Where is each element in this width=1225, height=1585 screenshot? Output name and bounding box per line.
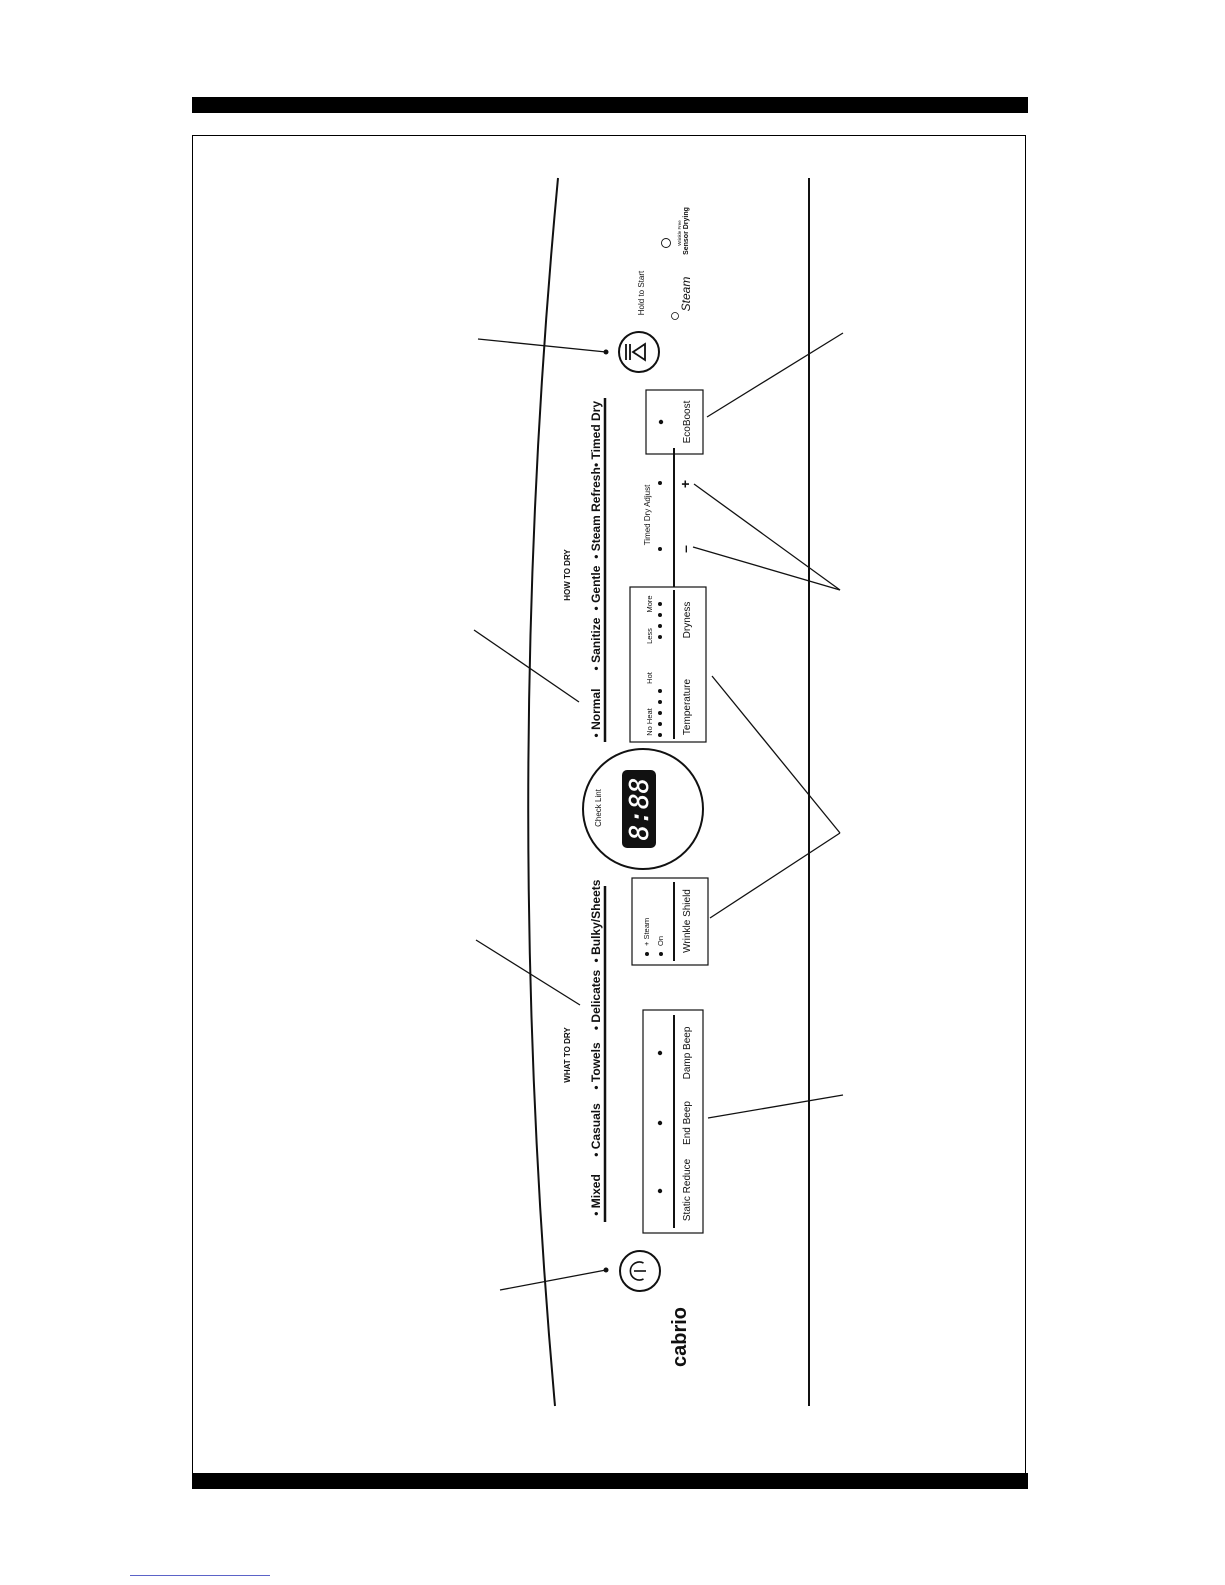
wrinkle-shield-button[interactable]: Wrinkle Shield — [682, 889, 693, 953]
digital-display — [622, 770, 656, 848]
timed-dry-adjust-label: Timed Dry Adjust — [643, 484, 652, 545]
dryness-level-4 — [658, 602, 662, 606]
footer-link-underline — [130, 1575, 270, 1576]
ecoboost-indicator — [658, 419, 664, 425]
ecoboost-button[interactable]: EcoBoost — [682, 400, 693, 443]
temp-dryness-box — [629, 586, 707, 743]
temp-hot-label: Hot — [645, 671, 654, 684]
dryness-level-2 — [658, 624, 662, 628]
wrinkle-on-indicator — [659, 952, 663, 956]
callout-start — [477, 338, 607, 353]
dryness-level-3 — [658, 613, 662, 617]
cycle-sanitize[interactable]: • Sanitize — [589, 617, 603, 670]
power-button[interactable] — [619, 1250, 661, 1292]
top-rule — [192, 97, 1028, 113]
display-digits: 8:88 — [625, 778, 655, 841]
callout-wrinkle — [709, 832, 841, 919]
callout-what-to-dry — [475, 939, 581, 1006]
temperature-button[interactable]: Temperature — [682, 678, 693, 735]
how-to-dry-heading: HOW TO DRY — [563, 549, 572, 601]
play-pause-icon — [625, 342, 646, 362]
ecoboost-box — [645, 389, 704, 455]
temp-no-heat-label: No Heat — [645, 707, 654, 735]
what-to-dry-heading: WHAT TO DRY — [563, 1027, 572, 1083]
display-ring — [582, 748, 704, 870]
check-lint-indicator: Check Lint — [594, 788, 603, 827]
sensor-drying-line1: Wrinkle Free — [677, 220, 682, 246]
callout-adjust-minus — [692, 546, 841, 591]
temp-level-1 — [658, 733, 662, 737]
hold-to-start-label: Hold to Start — [637, 270, 646, 315]
wrinkle-steam-label: + Steam — [642, 918, 651, 946]
dryness-level-1 — [658, 635, 662, 639]
temp-level-2 — [658, 722, 662, 726]
temp-level-4 — [658, 700, 662, 704]
cycle-delicates[interactable]: • Delicates — [589, 970, 603, 1031]
callout-temperature — [711, 675, 841, 834]
callout-power-dot — [603, 1267, 609, 1273]
callout-adjust-plus — [693, 483, 841, 591]
wrinkle-on-label: On — [656, 936, 665, 946]
wrinkle-shield-box — [631, 877, 709, 966]
temp-level-3 — [658, 711, 662, 715]
sensor-drying-line2: Sensor Drying — [683, 207, 690, 255]
steam-logo: Steam — [671, 277, 693, 320]
timed-adjust-minus-indicator — [658, 547, 662, 551]
bottom-rule — [192, 1473, 1028, 1489]
cycle-mixed[interactable]: • Mixed — [589, 1174, 603, 1216]
timed-adjust-minus-button[interactable]: – — [677, 545, 693, 553]
callout-power — [499, 1269, 607, 1291]
wrinkle-steam-indicator — [645, 952, 649, 956]
cabrio-logo: cabrio — [669, 1307, 691, 1367]
end-beep-indicator — [657, 1120, 663, 1126]
start-pause-button[interactable] — [618, 331, 660, 373]
cycle-gentle[interactable]: • Gentle — [589, 565, 603, 610]
end-beep-button[interactable]: End Beep — [682, 1101, 693, 1145]
steam-logo-text: Steam — [679, 277, 693, 312]
callout-how-to-dry — [473, 629, 580, 703]
static-reduce-indicator — [657, 1188, 663, 1194]
sensor-drying-emblem-icon — [661, 238, 671, 248]
sensor-drying-logo: Wrinkle Free Sensor Drying — [661, 207, 690, 255]
damp-beep-button[interactable]: Damp Beep — [682, 1026, 693, 1079]
options-box — [642, 1009, 704, 1234]
temp-level-5 — [658, 689, 662, 693]
cycle-bulky-sheets[interactable]: • Bulky/Sheets — [589, 879, 603, 962]
dryness-less-label: Less — [645, 628, 654, 644]
static-reduce-button[interactable]: Static Reduce — [682, 1158, 693, 1221]
power-icon — [629, 1261, 646, 1281]
dryness-button[interactable]: Dryness — [682, 602, 693, 639]
timed-adjust-plus-button[interactable]: + — [677, 480, 693, 488]
timed-adjust-plus-indicator — [658, 481, 662, 485]
cycle-steam-refresh[interactable]: • Steam Refresh — [589, 467, 603, 559]
cycle-timed-dry[interactable]: • Timed Dry — [589, 401, 603, 467]
callout-start-dot — [603, 349, 609, 355]
callout-options — [707, 1094, 844, 1119]
dryness-more-label: More — [645, 595, 654, 612]
panel-left-edge — [527, 177, 559, 1407]
cycle-normal[interactable]: • Normal — [589, 689, 603, 738]
callout-ecoboost — [706, 332, 844, 418]
damp-beep-indicator — [657, 1050, 663, 1056]
cycle-casuals[interactable]: • Casuals — [589, 1103, 603, 1157]
cycle-towels[interactable]: • Towels — [589, 1042, 603, 1090]
